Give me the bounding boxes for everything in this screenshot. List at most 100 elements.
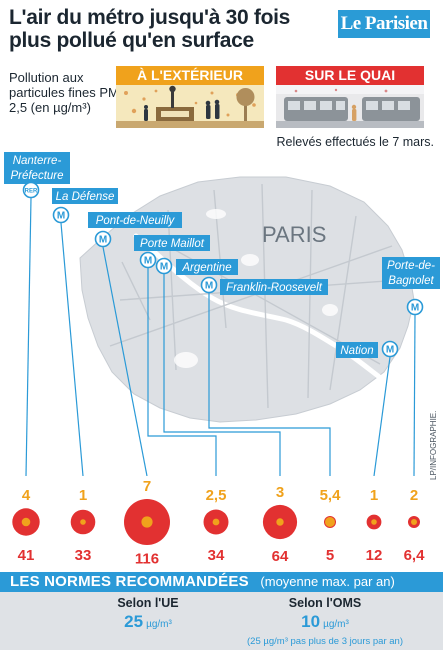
- leader-line: [373, 356, 391, 476]
- svg-text:M: M: [411, 303, 419, 314]
- platform-value-label: 34: [208, 547, 225, 564]
- norm-who-value: 10: [301, 612, 321, 631]
- svg-text:M: M: [144, 256, 152, 267]
- station-column: 1 12: [366, 487, 383, 564]
- metro-icon: M: [200, 276, 218, 294]
- outside-bubble: [325, 517, 335, 527]
- station-column: 2,534: [203, 487, 229, 564]
- metro-icon: M: [94, 230, 112, 248]
- norm-eu-label: Selon l'UE: [117, 596, 179, 610]
- outside-value-label: 2: [410, 487, 418, 504]
- credit-line: LP/INFOGRAPHIE.: [429, 411, 438, 480]
- leader-line: [25, 197, 32, 476]
- leader-line: [147, 268, 217, 476]
- outside-bubble: [411, 519, 417, 525]
- pollutant-label: Pollution aux particules fines PM 2,5 (e…: [9, 70, 119, 115]
- platform-value-label: 41: [18, 547, 35, 564]
- svg-text:M: M: [160, 262, 168, 273]
- map-city-label: PARIS: [262, 222, 326, 247]
- station-column: 1 33: [70, 487, 96, 564]
- platform-value-label: 5: [326, 547, 334, 564]
- station-label-box: [134, 235, 210, 251]
- station-column: 4 41: [12, 487, 40, 564]
- norm-who-note: (25 µg/m³ pas plus de 3 jours par an): [247, 636, 403, 647]
- platform-value-label: 12: [366, 547, 383, 564]
- station-column: 5,45: [320, 487, 342, 564]
- svg-text:M: M: [99, 235, 107, 246]
- metro-platform-illustration: [276, 85, 424, 128]
- station-label[interactable]: Porte Maillot: [140, 238, 205, 250]
- outside-value-label: 5,4: [320, 487, 342, 504]
- legend-platform-label: SUR LE QUAI: [276, 66, 424, 85]
- station-label[interactable]: Bagnolet: [388, 275, 434, 287]
- svg-text:RER: RER: [25, 189, 38, 195]
- leader-line: [208, 293, 331, 476]
- platform-value-label: 64: [272, 548, 289, 565]
- headline: L'air du métro jusqu'à 30 fois plus poll…: [9, 6, 291, 52]
- outside-value-label: 1: [370, 487, 378, 504]
- platform-value-label: 116: [135, 551, 159, 568]
- station-column: 7 116: [124, 478, 170, 568]
- station-label-box: [336, 342, 378, 358]
- street-scene-illustration: [116, 85, 264, 128]
- station-label[interactable]: Argentine: [181, 262, 231, 274]
- outside-value-label: 7: [143, 478, 151, 495]
- norms-subtitle: (moyenne max. par an): [260, 574, 395, 589]
- svg-text:M: M: [205, 281, 213, 292]
- platform-value-label: 6,4: [404, 547, 426, 564]
- legend-outside: À L'EXTÉRIEUR: [116, 66, 264, 128]
- station-label[interactable]: Pont-de-Neuilly: [96, 215, 176, 227]
- outside-bubble: [21, 517, 31, 527]
- station-column: 3 64: [262, 484, 298, 565]
- leader-line: [163, 274, 281, 476]
- measurement-note: Relevés effectués le 7 mars.: [276, 135, 434, 149]
- norm-eu-unit: µg/m³: [146, 619, 172, 630]
- norm-who-unit: µg/m³: [323, 619, 349, 630]
- station-label[interactable]: Préfecture: [10, 170, 63, 182]
- rer-icon: RER: [22, 181, 40, 199]
- outside-bubble: [212, 518, 220, 526]
- svg-text:M: M: [57, 211, 65, 222]
- metro-icon: M: [155, 257, 173, 275]
- seine-river: [133, 233, 409, 399]
- leader-line: [102, 246, 148, 476]
- station-label[interactable]: Nanterre-: [13, 155, 62, 167]
- norms-banner: LES NORMES RECOMMANDÉES (moyenne max. pa…: [0, 572, 443, 592]
- norms-title: LES NORMES RECOMMANDÉES: [10, 573, 249, 590]
- station-label[interactable]: Franklin-Roosevelt: [226, 282, 323, 294]
- norm-eu-value: 25: [124, 612, 144, 631]
- station-label[interactable]: La Défense: [56, 191, 115, 203]
- outside-value-label: 4: [22, 487, 31, 504]
- leader-line: [413, 314, 416, 476]
- station-label-box: [52, 188, 118, 204]
- outside-bubble: [276, 518, 284, 526]
- outside-bubble: [141, 516, 153, 528]
- station-column: 26,4: [404, 487, 426, 564]
- svg-text:M: M: [386, 345, 394, 356]
- metro-icon: M: [52, 206, 70, 224]
- station-label-box: [176, 259, 238, 275]
- station-label[interactable]: Nation: [340, 345, 373, 357]
- outside-value-label: 1: [79, 487, 87, 504]
- le-parisien-logo[interactable]: Le Parisien: [338, 10, 430, 38]
- station-label[interactable]: Porte-de-: [387, 260, 435, 272]
- outside-bubble: [371, 519, 377, 525]
- leader-line: [60, 222, 84, 476]
- metro-icon: M: [381, 340, 399, 358]
- station-label-box: [88, 212, 182, 228]
- map-credit: LP/INFOGRAPHIE.: [429, 411, 438, 480]
- outside-value-label: 3: [276, 484, 284, 501]
- outside-bubble: [80, 519, 86, 525]
- station-label-box: [4, 152, 70, 184]
- legend-platform: SUR LE QUAI: [276, 66, 424, 128]
- metro-icon: M: [139, 251, 157, 269]
- station-label-box: [382, 257, 440, 289]
- platform-value-label: 33: [75, 547, 92, 564]
- norm-who-label: Selon l'OMS: [288, 596, 362, 610]
